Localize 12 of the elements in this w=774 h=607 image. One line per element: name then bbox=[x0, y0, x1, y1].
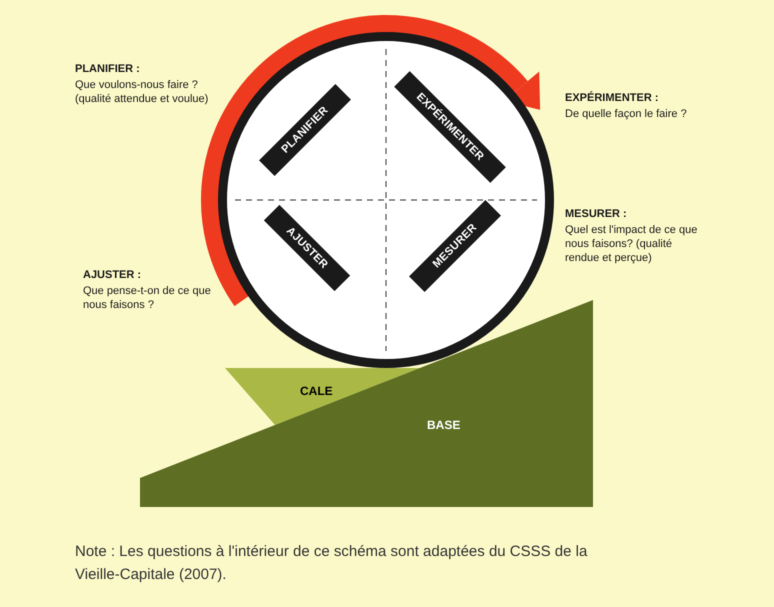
step-heading: MESURER : bbox=[565, 207, 628, 221]
step-question: Quel est l'impact de ce que nous faisons? (qualité rendue et perçue) bbox=[565, 223, 698, 265]
step-heading: AJUSTER : bbox=[83, 268, 142, 282]
step-heading: PLANIFIER : bbox=[75, 62, 141, 76]
step-question: Que voulons-nous faire ? (qualité attendue et voulue) bbox=[75, 78, 210, 106]
shape-label: BASE bbox=[427, 417, 460, 434]
step-question: De quelle façon le faire ? bbox=[565, 107, 688, 121]
step-question: Que pense-t-on de ce que nous faisons ? bbox=[83, 284, 211, 312]
note-caption: Note : Les questions à l'intérieur de ce schéma sont adaptées du CSSS de la Vieille-Capitale (2007). bbox=[75, 542, 588, 585]
shape-label: CALE bbox=[300, 383, 333, 400]
wedge-shape bbox=[225, 368, 420, 425]
step-heading: EXPÉRIMENTER : bbox=[565, 91, 660, 105]
